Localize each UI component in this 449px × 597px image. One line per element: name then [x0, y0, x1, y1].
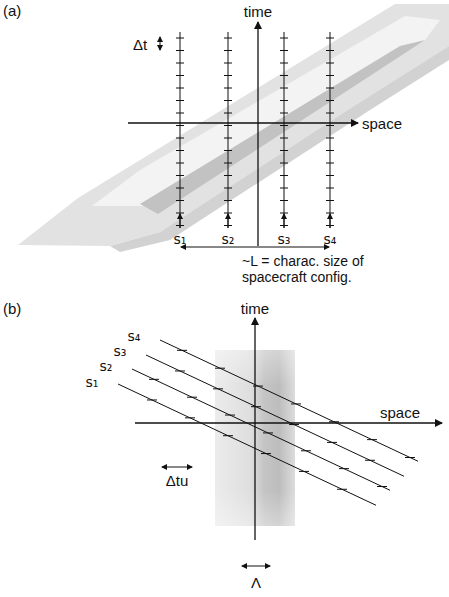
dt-arrow [160, 37, 161, 50]
spacecraft-label: s₄ [128, 328, 141, 345]
axis-label: space [380, 404, 420, 421]
space-axis [128, 122, 358, 123]
interval-label: Δtu [166, 472, 189, 489]
panel-letter: (a) [3, 2, 21, 19]
spacecraft-label: s₁ [174, 231, 187, 248]
spacecraft-label: s₃ [114, 343, 127, 360]
spacecraft-worldlines [118, 340, 418, 505]
spacecraft-label: s₄ [324, 231, 337, 248]
axis-label: time [241, 300, 269, 317]
time-axis [254, 318, 255, 540]
spacecraft-label: s₂ [222, 231, 235, 248]
structure-slab [18, 4, 449, 252]
lambda-arrow [242, 566, 270, 567]
panel-letter: (b) [3, 300, 21, 317]
spacecraft-label: s₁ [86, 374, 99, 391]
wavelength-label: Λ [251, 574, 261, 591]
interval-label: Δt [133, 36, 147, 53]
time-axis [257, 22, 258, 246]
axis-label: space [362, 115, 402, 132]
spacecraft-label: s₃ [278, 231, 291, 248]
dtu-arrow [162, 467, 192, 468]
axis-label: time [244, 3, 272, 20]
size-label: ~L = charac. size of spacecraft config. [242, 253, 412, 285]
space-axis [135, 422, 442, 423]
spacecraft-worldlines [176, 32, 334, 228]
spacecraft-label: s₂ [100, 358, 113, 375]
size-arrow [181, 247, 329, 248]
